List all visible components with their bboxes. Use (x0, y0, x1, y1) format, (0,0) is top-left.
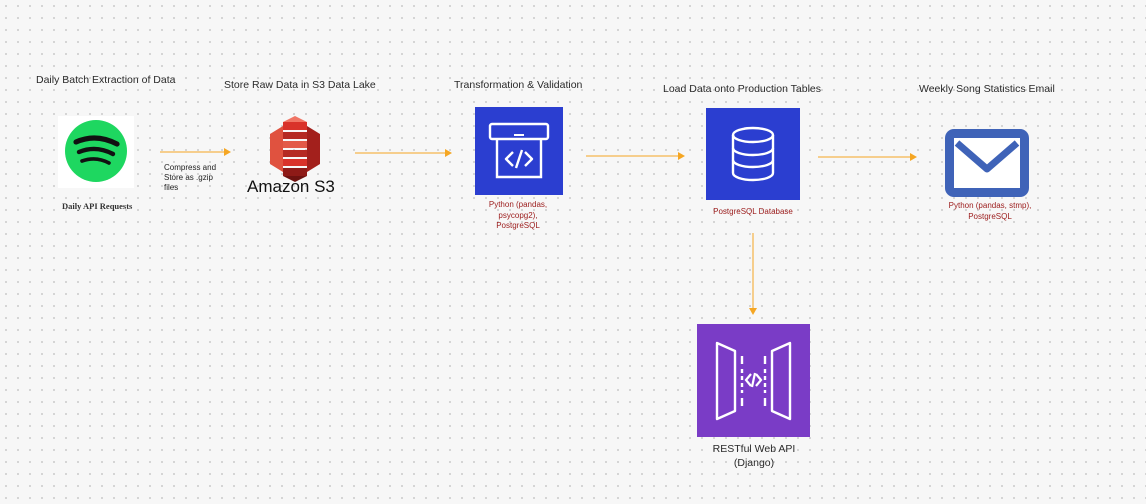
stage-title-email: Weekly Song Statistics Email (919, 83, 1055, 95)
spotify-logo-icon (58, 116, 134, 188)
stage-title-load: Load Data onto Production Tables (663, 83, 822, 95)
api-gateway-icon (697, 324, 810, 437)
code-window-icon (475, 107, 563, 195)
envelope-icon (943, 127, 1031, 199)
stage-title-transformation: Transformation & Validation (454, 79, 583, 91)
amazon-s3-icon (265, 116, 325, 182)
email-caption: Python (pandas, stmp), PostgreSQL (948, 201, 1032, 221)
edge-label-compress: Compress and Store as .gzip files (164, 163, 217, 192)
stage-title-extraction: Daily Batch Extraction of Data (36, 74, 176, 86)
amazon-s3-label: Amazon S3 (247, 177, 335, 196)
transformation-caption: Python (pandas, psycopg2), PostgreSQL (488, 200, 548, 230)
stage-title-s3: Store Raw Data in S3 Data Lake (224, 79, 376, 91)
api-caption: RESTful Web API (Django) (712, 443, 796, 469)
spotify-caption: Daily API Requests (62, 201, 133, 211)
database-icon (706, 108, 800, 200)
database-caption: PostgreSQL Database (713, 207, 793, 216)
